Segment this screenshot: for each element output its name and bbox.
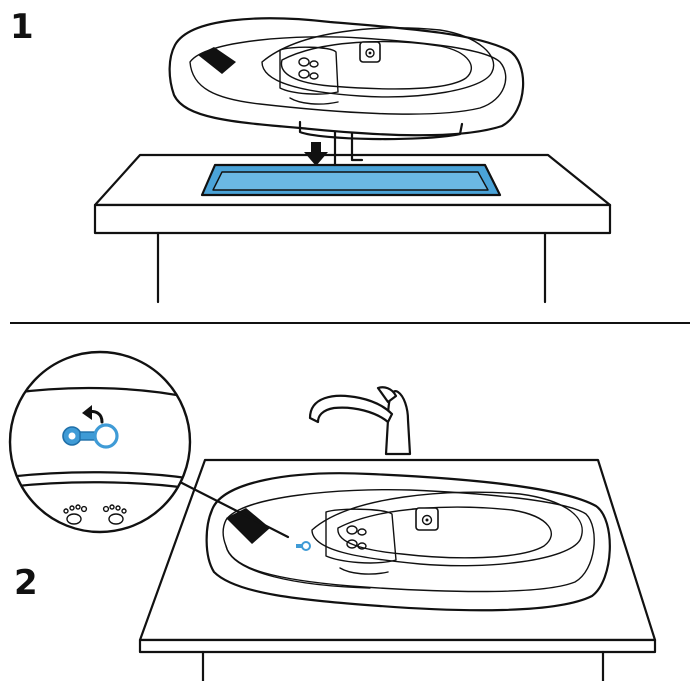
step-number-1: 1: [10, 7, 34, 47]
panel-step-2: [8, 350, 657, 681]
curved-arrow-icon: [82, 405, 104, 424]
callout-leader: [176, 479, 290, 539]
drain-plug-small: [296, 541, 311, 551]
step-number-2: 2: [14, 563, 38, 603]
arrow-down-icon: [304, 142, 328, 166]
baby-tub: [205, 472, 611, 612]
baby-tub: [168, 17, 525, 141]
drain-plug-icon: [359, 41, 381, 63]
footprints-icon: [346, 525, 367, 550]
zoom-callout: [8, 350, 192, 534]
footprints-icon: [63, 504, 127, 525]
plug-icon: [62, 423, 119, 449]
drain-plug-icon: [415, 507, 439, 531]
sink-basin: [200, 163, 502, 197]
panel-step-1: [93, 17, 612, 304]
footprints-icon: [298, 57, 319, 80]
faucet: [308, 386, 412, 456]
